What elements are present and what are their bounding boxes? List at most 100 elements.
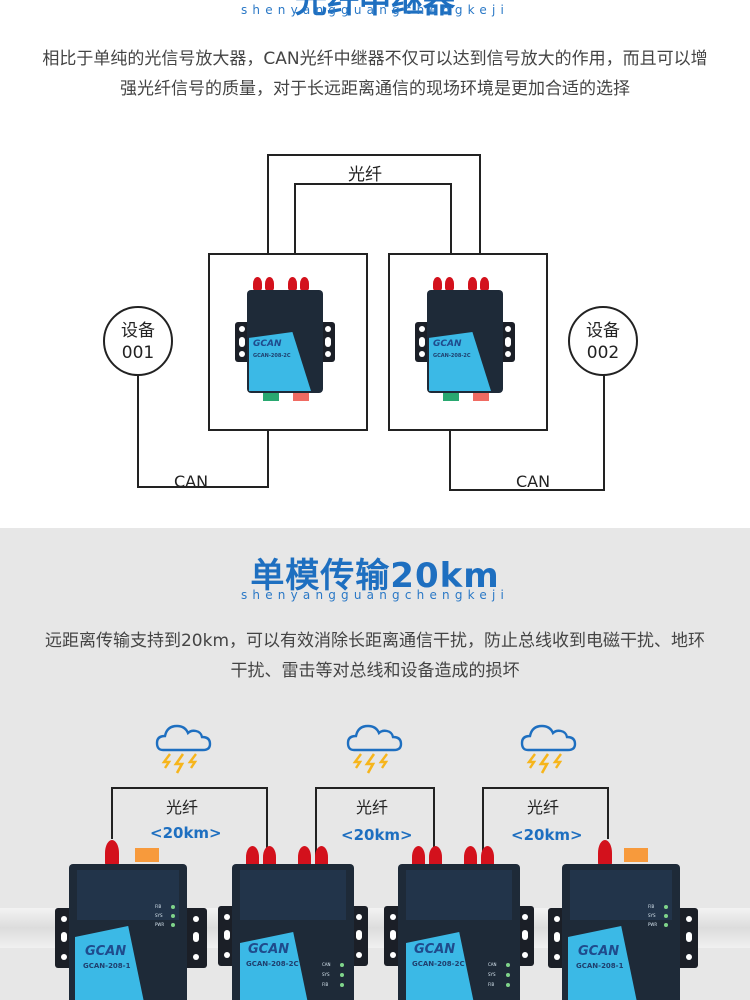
brand-logo: GCAN — [248, 942, 290, 957]
section-title: 单模传输20km — [250, 556, 500, 596]
terminal-block — [263, 393, 279, 401]
brand-logo: GCAN — [253, 339, 282, 349]
brand-logo: GCAN — [433, 339, 462, 349]
led-label: SYS — [488, 972, 496, 977]
led-indicator — [171, 914, 175, 918]
antenna — [468, 277, 477, 291]
section-description: 远距离传输支持到20km，可以有效消除长距离通信干扰，防止总线收到电磁干扰、地环… — [44, 631, 706, 681]
antenna — [481, 846, 494, 868]
repeater-box-left: GCAN GCAN-208-2C — [208, 253, 368, 431]
led-label: FIB — [155, 904, 162, 909]
led-indicator — [664, 914, 668, 918]
terminal-block — [624, 848, 648, 862]
antenna — [315, 846, 328, 868]
fiber-label: 光纤 — [166, 798, 199, 817]
brand-logo: GCAN — [414, 942, 456, 957]
led-indicator — [506, 973, 510, 977]
antenna — [263, 846, 276, 868]
antenna — [300, 277, 309, 291]
can-wire-right-bottom — [449, 489, 605, 491]
device-top-panel — [570, 870, 672, 920]
can-wire-left-riser — [267, 429, 269, 488]
fiber-label: 光纤 — [527, 798, 560, 817]
device-model: GCAN-208-2C — [433, 353, 471, 359]
led-indicator — [664, 905, 668, 909]
can-label-right: CAN — [516, 472, 551, 491]
led-label: SYS — [322, 972, 330, 977]
section-pinyin: shenyangguangchengkeji — [240, 3, 510, 17]
led-label: FIB — [488, 982, 495, 987]
antenna — [288, 277, 297, 291]
repeater-box-right: GCAN GCAN-208-2C — [388, 253, 548, 431]
antenna — [480, 277, 489, 291]
led-indicator — [171, 905, 175, 909]
led-indicator — [340, 973, 344, 977]
led-label: FIB — [648, 904, 655, 909]
thunderstorm-icon — [346, 724, 403, 774]
led-indicator — [506, 963, 510, 967]
antenna — [429, 846, 442, 868]
antenna — [464, 846, 477, 868]
device-model: GCAN-208-2C — [412, 960, 465, 968]
device-node-001: 设备 001 — [103, 306, 173, 376]
fiber-inner-left — [294, 183, 296, 254]
device-top-panel — [406, 870, 512, 920]
can-wire-right-riser — [449, 429, 451, 491]
device-model: GCAN-208-2C — [246, 960, 299, 968]
distance-label: <20km> — [150, 824, 222, 842]
can-wire-left-bottom — [137, 486, 269, 488]
antenna — [105, 840, 119, 866]
antenna — [433, 277, 442, 291]
antenna — [265, 277, 274, 291]
fiber-label: 光纤 — [348, 165, 382, 185]
fiber-outer-right — [479, 154, 481, 254]
antenna — [598, 840, 612, 866]
distance-label: <20km> — [341, 826, 413, 844]
device-model: GCAN-208-1 — [83, 962, 131, 970]
led-label: PWR — [648, 922, 658, 927]
led-label: SYS — [155, 913, 163, 918]
fiber-inner-right — [450, 183, 452, 254]
led-indicator — [171, 923, 175, 927]
brand-logo: GCAN — [85, 944, 127, 959]
antenna — [246, 846, 259, 868]
antenna — [253, 277, 262, 291]
led-label: CAN — [488, 962, 497, 967]
device-node-id: 001 — [121, 343, 155, 363]
distance-label: <20km> — [511, 826, 583, 844]
led-label: CAN — [322, 962, 331, 967]
led-indicator — [506, 983, 510, 987]
section-fiber-repeater: 光纤中继器 shenyangguangchengkeji 相比于单纯的光信号放大… — [42, 0, 708, 491]
terminal-block — [473, 393, 489, 401]
led-label: PWR — [155, 922, 165, 927]
terminal-block — [443, 393, 459, 401]
terminal-block — [135, 848, 159, 862]
device-top-panel — [240, 870, 346, 920]
can-label-left: CAN — [174, 472, 209, 491]
section-single-mode-20km: 单模传输20km shenyangguangchengkeji 远距离传输支持到… — [0, 528, 750, 1000]
fiber-label: 光纤 — [356, 798, 389, 817]
device-model: GCAN-208-2C — [253, 353, 291, 359]
device-top-panel — [77, 870, 179, 920]
device-model: GCAN-208-1 — [576, 962, 624, 970]
thunderstorm-icon — [520, 724, 577, 774]
antenna — [298, 846, 311, 868]
device-node-name: 设备 — [121, 321, 155, 341]
device-node-002: 设备 002 — [568, 306, 638, 376]
antenna — [412, 846, 425, 868]
can-wire-right-vertical — [603, 372, 605, 491]
section-pinyin: shenyangguangchengkeji — [240, 588, 510, 602]
thunderstorm-icon — [155, 724, 212, 774]
antenna — [445, 277, 454, 291]
section-title-fragment: 光纤中继器 — [294, 0, 455, 20]
fiber-outer-left — [267, 154, 269, 254]
fiber-outer-top — [267, 154, 481, 156]
device-node-name: 设备 — [586, 321, 620, 341]
section-description: 相比于单纯的光信号放大器，CAN光纤中继器不仅可以达到信号放大的作用，而且可以增… — [42, 49, 708, 99]
led-label: FIB — [322, 982, 329, 987]
led-label: SYS — [648, 913, 656, 918]
can-wire-left-vertical — [137, 372, 139, 488]
led-indicator — [340, 983, 344, 987]
terminal-block — [293, 393, 309, 401]
device-node-id: 002 — [586, 343, 620, 363]
